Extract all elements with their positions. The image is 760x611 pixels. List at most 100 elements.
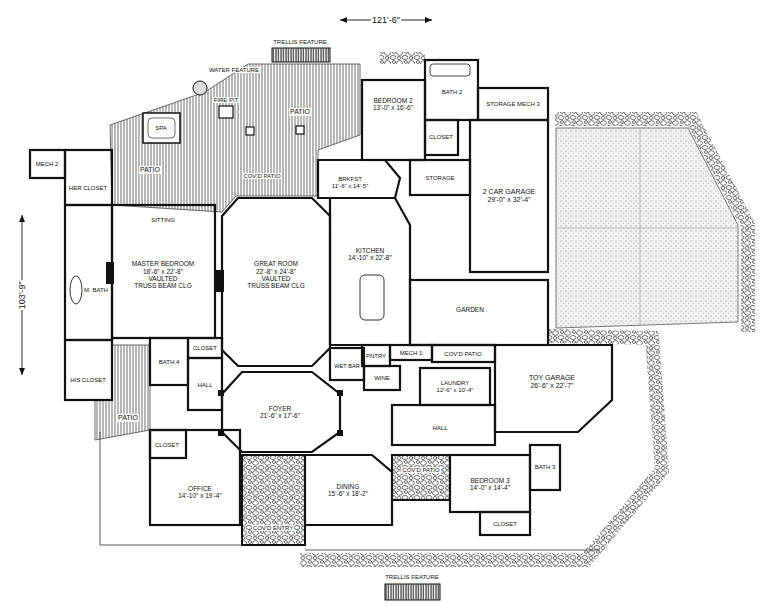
- room-label: SITTING: [150, 217, 176, 224]
- room-label: MECH 2: [35, 161, 60, 168]
- room-name: HIS CLOSET: [69, 377, 107, 384]
- feature-label: WATER FEATURE: [208, 67, 260, 74]
- room-name: BEDROOM 2: [372, 97, 414, 104]
- room-note: VAULTED: [246, 275, 305, 282]
- feature-label: TRELLIS FEATURE: [272, 39, 328, 46]
- room-label: BATH 3: [534, 464, 557, 471]
- room-label: FOYER21'-6" x 17'-6": [259, 405, 301, 420]
- room-label: COV'D ENTRY: [252, 525, 294, 532]
- room-label: PNTRY: [365, 353, 387, 360]
- room-name: COV'D PATIO: [401, 467, 440, 474]
- feature-label: SPA: [154, 125, 168, 132]
- room-name: BEDROOM 3: [469, 477, 511, 484]
- room-name: TOY GARAGE: [528, 374, 576, 382]
- room-note: 26'-6" x 22'-7": [528, 382, 576, 390]
- room-name: CLOSET: [154, 442, 180, 449]
- room-name: MASTER BEDROOM: [131, 260, 195, 267]
- room-note: 14'-10" x 22'-8": [347, 254, 393, 261]
- room-name: GARDEN: [455, 306, 485, 313]
- room-name: WET BAR: [333, 363, 360, 369]
- area-label: PATIO: [117, 414, 139, 422]
- room-name: M. BATH: [83, 287, 109, 294]
- room-label: CLOSET: [492, 521, 518, 528]
- room-note: 18'-6" x 22'-8": [131, 268, 195, 275]
- room-name: WINE: [373, 375, 391, 382]
- room-label: MASTER BEDROOM18'-6" x 22'-8"VAULTEDTRUS…: [131, 260, 195, 290]
- room-label: KITCHEN14'-10" x 22'-8": [347, 247, 393, 262]
- room-note: 21'-6" x 17'-6": [259, 412, 301, 419]
- room-label: BEDROOM 314'-0" x 14'-4": [469, 477, 511, 492]
- room-label: WINE: [373, 375, 391, 382]
- room-note: 29'-0" x 32'-4": [482, 196, 537, 204]
- room-note: 11'-6" x 14'-5": [331, 183, 369, 190]
- room-name: OFFICE: [177, 485, 223, 492]
- room-name: STORAGE: [424, 175, 455, 182]
- room-name: BATH 3: [534, 464, 557, 471]
- room-name: HALL: [431, 425, 448, 432]
- room-name: CLOSET: [492, 521, 518, 528]
- room-name: SITTING: [150, 217, 176, 224]
- room-label: 2 CAR GARAGE29'-0" x 32'-4": [482, 188, 537, 204]
- room-label: HALL: [196, 382, 213, 389]
- room-label: BATH 2: [441, 89, 464, 96]
- room-note: TRUSS BEAM CLG: [131, 282, 195, 289]
- room-note: 13'-0" x 16'-6": [372, 104, 414, 111]
- room-name: COV'D ENTRY: [252, 525, 294, 532]
- room-label: BATH 4: [158, 359, 181, 366]
- room-note: 14'-10" x 19'-4": [177, 492, 223, 499]
- room-name: LAUNDRY: [436, 380, 475, 387]
- room-label: STORAGE MECH 3: [485, 101, 541, 108]
- room-label: CLOSET: [428, 134, 454, 141]
- room-label: HIS CLOSET: [69, 377, 107, 384]
- area-label: PATIO: [289, 108, 311, 116]
- room-name: COV'D PATIO: [242, 173, 281, 180]
- area-label: PATIO: [139, 166, 161, 174]
- room-label: LAUNDRY12'-6" x 10'-4": [436, 380, 475, 394]
- room-note: 15'-6" x 18'-2": [327, 490, 369, 497]
- room-label: CLOSET: [154, 442, 180, 449]
- room-label: MECH 1: [399, 350, 424, 357]
- room-label: GARDEN: [455, 306, 485, 313]
- room-name: PNTRY: [365, 353, 387, 360]
- room-note: TRUSS BEAM CLG: [246, 282, 305, 289]
- room-label: STORAGE: [424, 175, 455, 182]
- room-name: DINING: [327, 483, 369, 490]
- room-name: 2 CAR GARAGE: [482, 188, 537, 196]
- room-name: HALL: [196, 382, 213, 389]
- room-label: BRKFST11'-6" x 14'-5": [331, 176, 369, 190]
- room-label: DINING15'-6" x 18'-2": [327, 483, 369, 498]
- room-label: HALL: [431, 425, 448, 432]
- room-label: GREAT ROOM22'-8" x 24'-8"VAULTEDTRUSS BE…: [246, 260, 305, 290]
- room-note: 14'-0" x 14'-4": [469, 484, 511, 491]
- room-name: MECH 2: [35, 161, 60, 168]
- feature-label: TRELLIS FEATURE: [384, 574, 440, 581]
- room-name: BATH 4: [158, 359, 181, 366]
- room-label: WET BAR: [333, 363, 360, 369]
- room-name: BATH 2: [441, 89, 464, 96]
- room-label: CLOSET: [192, 345, 218, 352]
- room-name: GREAT ROOM: [246, 260, 305, 267]
- room-label: HER CLOSET: [68, 185, 108, 192]
- room-name: CLOSET: [192, 345, 218, 352]
- room-name: STORAGE MECH 3: [485, 101, 541, 108]
- room-note: 22'-8" x 24'-8": [246, 268, 305, 275]
- room-name: CLOSET: [428, 134, 454, 141]
- room-label: COV'D PATIO: [443, 351, 482, 358]
- room-label: OFFICE14'-10" x 19'-4": [177, 485, 223, 500]
- dimension: 121'-6": [371, 15, 401, 25]
- room-note: 12'-6" x 10'-4": [436, 387, 475, 394]
- room-name: KITCHEN: [347, 247, 393, 254]
- room-label: TOY GARAGE26'-6" x 22'-7": [528, 374, 576, 390]
- room-label: M. BATH: [83, 287, 109, 294]
- room-name: COV'D PATIO: [443, 351, 482, 358]
- room-label: COV'D PATIO: [242, 173, 281, 180]
- room-name: MECH 1: [399, 350, 424, 357]
- room-note: VAULTED: [131, 275, 195, 282]
- room-name: HER CLOSET: [68, 185, 108, 192]
- room-name: FOYER: [259, 405, 301, 412]
- dimension: 103'-9": [17, 280, 27, 310]
- room-name: BRKFST: [331, 176, 369, 183]
- room-label: COV'D PATIO: [401, 467, 440, 474]
